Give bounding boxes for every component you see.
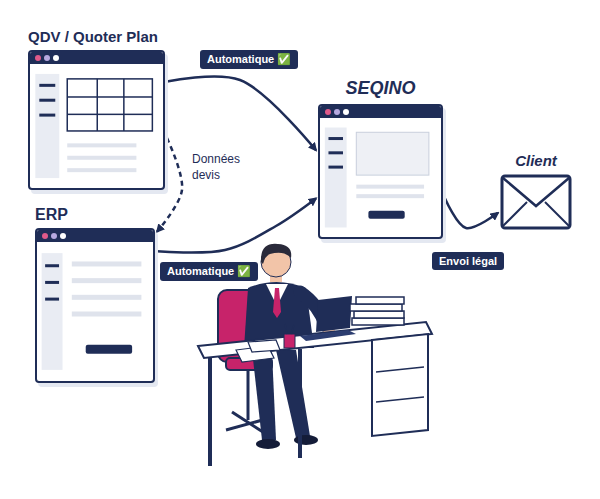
title-bar [30,52,163,64]
quoter-window: QDV / Quoter Plan [28,28,165,190]
node-heading: ERP [35,205,155,224]
client-envelope: Client [500,152,572,230]
erp-window: ERP [35,205,155,383]
flow-arrow [157,198,316,252]
seqino-window: SEQINO [318,78,443,239]
envelope-icon [500,174,572,230]
app-window [35,228,155,383]
node-heading: Client [500,152,572,170]
status-badge: Automatique ✅ [200,50,298,69]
app-window [28,50,165,190]
window-content [320,118,441,237]
app-window [318,104,443,239]
edge-label: Données devis [190,150,252,184]
title-bar [320,106,441,118]
flow-arrow [167,76,316,150]
node-heading: SEQINO [318,78,443,100]
window-content [30,64,163,188]
window-content [37,242,153,381]
node-heading: QDV / Quoter Plan [28,28,165,46]
title-bar [37,230,153,242]
status-badge: Envoi légal [432,252,504,270]
flow-arrow [445,198,498,228]
status-badge: Automatique ✅ [160,262,258,281]
